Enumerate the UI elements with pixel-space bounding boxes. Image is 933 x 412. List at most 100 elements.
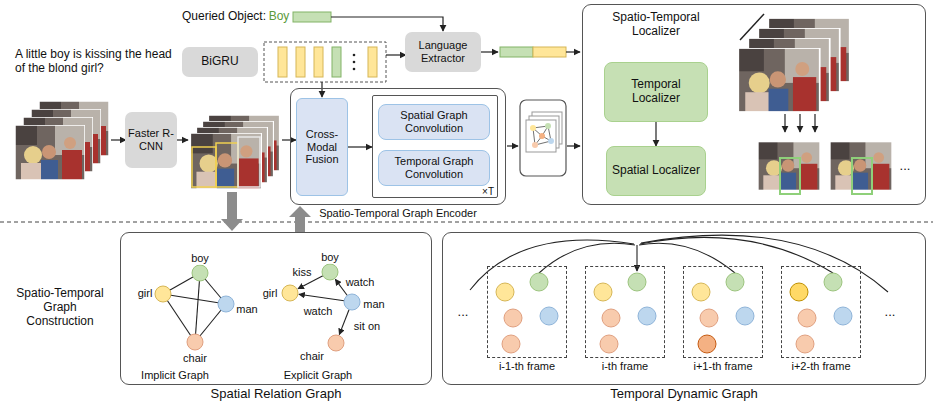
input-frames-part: [15, 125, 85, 180]
frame-objects-part: [540, 307, 558, 325]
explicit-graph-part: [282, 285, 298, 301]
temporal-links: [470, 235, 888, 292]
node-text: Faster R-CNN: [125, 127, 177, 152]
frame-objects-part: [698, 335, 716, 353]
node-text: Spatial Graph Convolution: [379, 109, 489, 134]
frame-objects-part: [638, 307, 656, 325]
explicit-graph-part-part: [299, 294, 344, 301]
process-box: Faster R-CNN: [125, 112, 177, 168]
node-text: Spatio-Temporal Localizer: [591, 11, 721, 39]
annotation-label: chair: [299, 350, 325, 363]
annotation-label: Spatio-Temporal Graph Construction: [10, 287, 110, 328]
encoded-graph-frames-part: [530, 125, 536, 131]
annotation-label: chair: [182, 352, 208, 365]
frame-objects-part: [600, 335, 618, 353]
localized-frames-part: [780, 158, 800, 194]
encoded-graph-frames-part: [520, 100, 566, 176]
frame-objects-part: [602, 309, 620, 327]
temporal-links-part: [639, 243, 735, 273]
annotation-label: man: [235, 303, 258, 316]
word-features-part: [353, 61, 356, 64]
node-text: Temporal Localizer: [605, 78, 707, 106]
implicit-graph-part: [163, 273, 226, 342]
annotation-label: watch: [303, 305, 334, 318]
frame-objects-part: [496, 283, 514, 301]
frame-objects-part: [692, 283, 710, 301]
node-text: Temporal Dynamic Graph: [610, 387, 757, 402]
word-features-part: [278, 47, 287, 77]
annotation-label: watch: [345, 276, 376, 289]
input-frames-part: [111, 139, 126, 140]
localized-frames-part: [814, 114, 815, 132]
encoded-graph-frames-part: [548, 138, 554, 144]
node-text: Spatial Relation Graph: [211, 387, 342, 402]
frame-objects-part: [736, 307, 754, 325]
frame-objects-part: [700, 309, 718, 327]
node-text: Cross-Modal Fusion: [297, 128, 347, 166]
fusion-box: Cross-Modal Fusion: [296, 98, 348, 196]
implicit-graph: [155, 265, 234, 350]
temporal-links-part: [636, 245, 637, 271]
localized-frames-part: [784, 114, 785, 132]
language-vector-part: [479, 51, 498, 52]
localized-frames-part: [799, 114, 800, 132]
encoded-graph-frames-part: [532, 142, 538, 148]
localized-frames-part: [738, 48, 819, 112]
frame-objects: [496, 273, 852, 353]
encoded-graph-frames-part: [545, 123, 551, 129]
frame-box: i-th frame: [585, 266, 665, 358]
frame-objects-part: [796, 335, 814, 353]
frame-objects-part: [504, 309, 522, 327]
detection-frames-part: [282, 139, 296, 140]
word-features-part: [386, 54, 406, 55]
annotation-label: boy: [190, 252, 210, 265]
word-features-part: [353, 54, 356, 57]
detection-frames-part: [190, 133, 261, 189]
annotation-label: girl: [262, 287, 279, 300]
frame-objects-part: [824, 273, 842, 291]
process-box: Language Extractor: [405, 32, 481, 72]
annotation-label: sit on: [353, 320, 381, 333]
node-text: i-th frame: [602, 360, 648, 373]
detection-frames-part: [216, 143, 238, 187]
frame-box: i+1-th frame: [683, 266, 763, 358]
implicit-graph-part-part: [195, 273, 200, 342]
explicit-graph-part-part: [339, 310, 349, 335]
localized-frames-part: [758, 142, 820, 191]
frame-objects-part: [834, 307, 852, 325]
frame-objects-part: [798, 309, 816, 327]
encoded-graph-frames-part: [526, 120, 556, 152]
annotation-label: Implicit Graph: [140, 369, 210, 382]
explicit-graph-part: [322, 264, 338, 280]
language-vector: [479, 47, 580, 57]
word-features-part: [296, 47, 305, 77]
word-features-part: [321, 82, 322, 97]
node-text: i-1-th frame: [499, 360, 555, 373]
arrow-connector: [348, 146, 372, 147]
frame-box: i-1-th frame: [487, 266, 567, 358]
localizer-box: Temporal Localizer: [604, 62, 708, 122]
detection-frames-part: [192, 147, 216, 187]
annotation-label: man: [362, 298, 385, 311]
query-text: Boy: [269, 10, 290, 24]
node-text: Spatial Localizer: [610, 164, 702, 178]
input-frames: [15, 101, 126, 180]
word-features-part: [264, 42, 386, 82]
localized-frames-part: [830, 142, 892, 191]
temporal-links-part: [539, 243, 635, 273]
language-vector-part: [500, 47, 533, 57]
node-text: ×T: [482, 186, 494, 198]
frame-objects-part: [594, 283, 612, 301]
explicit-graph-part: [298, 276, 349, 335]
conv-box: Spatial Graph Convolution: [378, 104, 490, 140]
conv-box: Temporal Graph Convolution: [378, 150, 490, 186]
repeat-block: ×T Spatial Graph ConvolutionTemporal Grap…: [372, 95, 498, 198]
query-text: A little boy is kissing the head of the …: [15, 48, 175, 76]
node-text: BiGRU: [199, 55, 240, 69]
separator-line: [0, 222, 933, 223]
explicit-graph-part: [328, 335, 344, 351]
word-features-part: [368, 47, 377, 77]
detection-frames: [175, 115, 296, 231]
annotation-label: boy: [320, 251, 340, 264]
implicit-graph-part-part: [163, 294, 195, 342]
